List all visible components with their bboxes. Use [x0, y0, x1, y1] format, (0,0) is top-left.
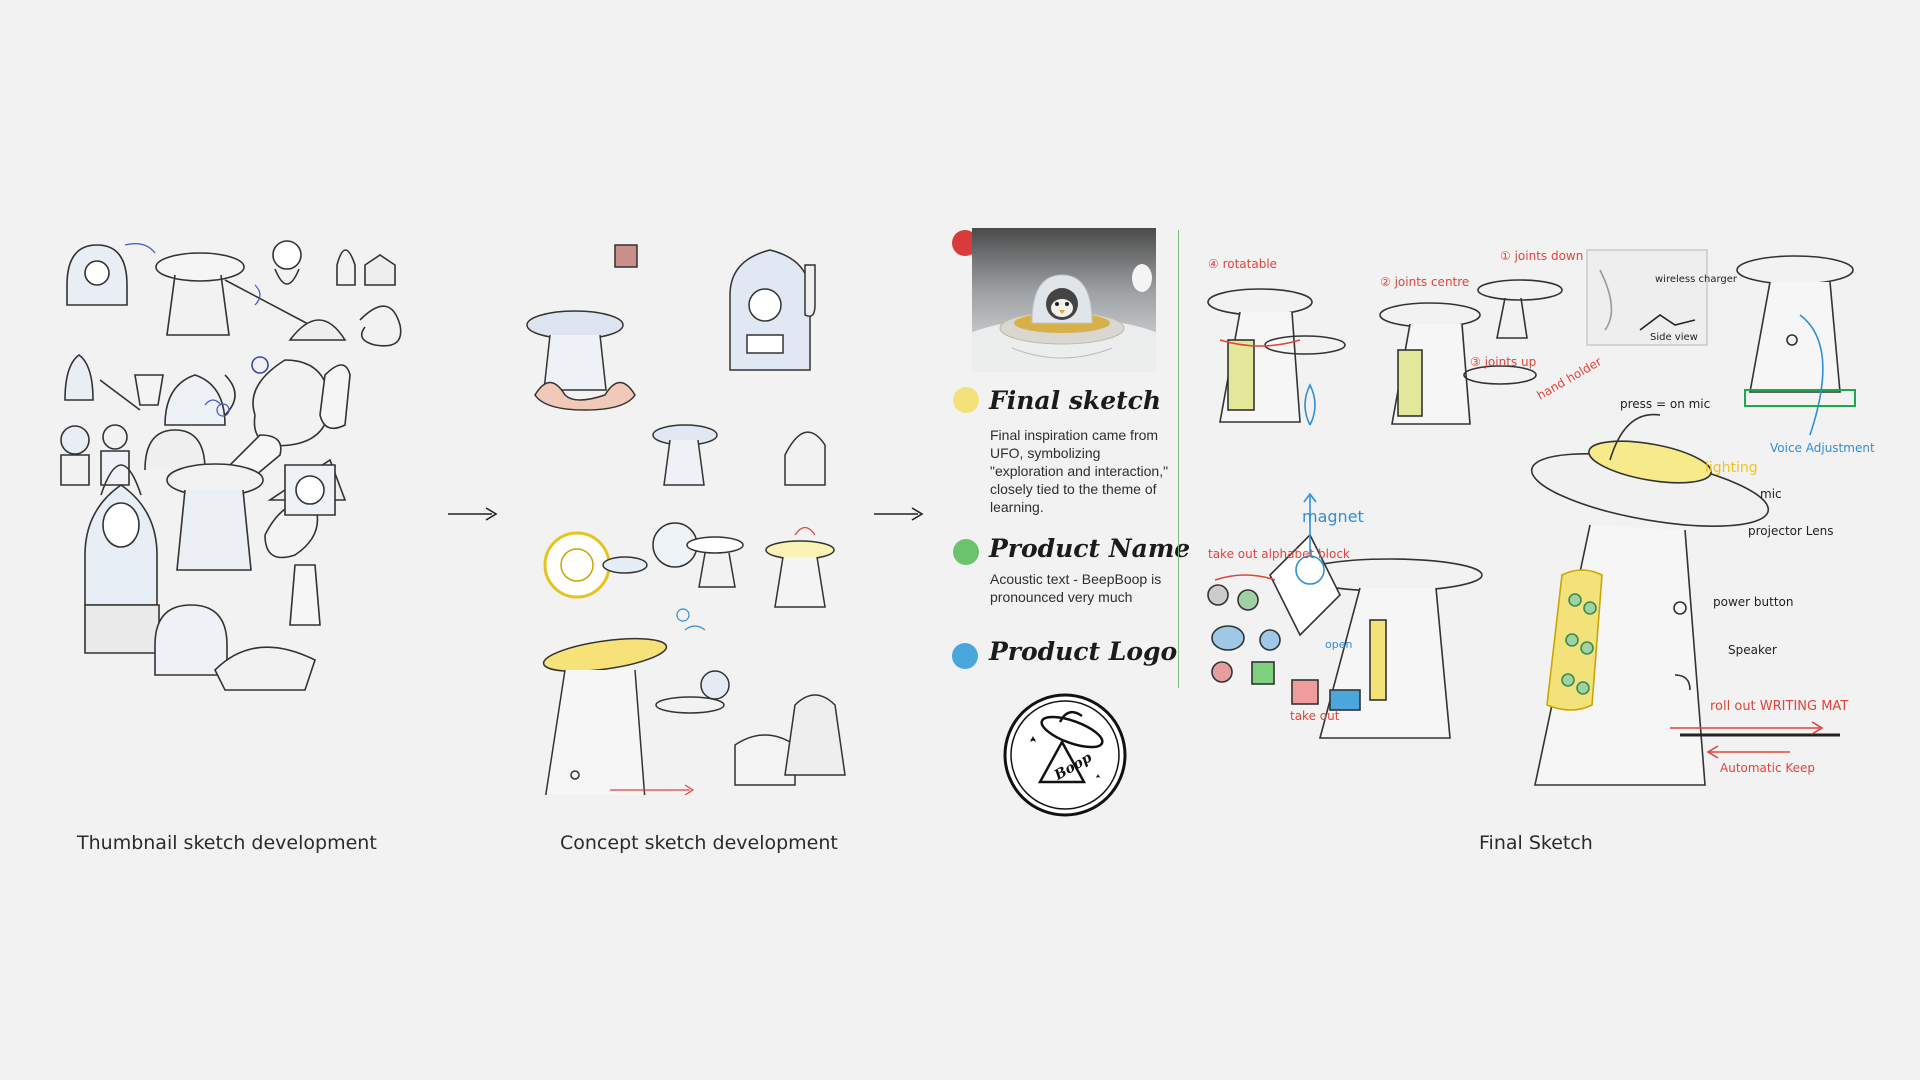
- annotation-lighting: lighting: [1705, 460, 1758, 476]
- annotation-take-out: take out: [1290, 709, 1340, 723]
- annotation-power-button: power button: [1713, 595, 1793, 609]
- concept-caption: Concept sketch development: [560, 832, 838, 854]
- annotation-voice-adjustment: Voice Adjustment: [1770, 441, 1875, 455]
- blue-dot-icon: [952, 643, 978, 669]
- annotation-roll-out: roll out WRITING MAT: [1710, 699, 1848, 714]
- annotation-automatic-keep: Automatic Keep: [1720, 761, 1815, 775]
- section-divider: [1178, 230, 1179, 688]
- annotation-take-out-alphabet: take out alphabet block: [1208, 547, 1350, 561]
- product-logo-title: Product Logo: [989, 637, 1178, 666]
- thumbnail-caption: Thumbnail sketch development: [77, 832, 377, 854]
- annotation-open: open: [1325, 638, 1352, 651]
- ufo-logo-icon: Boop: [1003, 693, 1127, 817]
- product-name-title: Product Name: [989, 534, 1191, 563]
- annotation-joints-centre: ② joints centre: [1380, 275, 1469, 289]
- thumbnail-sketch-panel: [55, 225, 415, 795]
- annotation-press-on-mic: press = on mic: [1620, 397, 1710, 411]
- arrow-right-icon: [874, 507, 924, 521]
- annotation-wireless-charger: wireless charger: [1655, 274, 1738, 285]
- annotation-joints-down: ① joints down: [1500, 249, 1583, 263]
- annotation-rotatable: ④ rotatable: [1208, 257, 1277, 271]
- arrow-right-icon: [448, 507, 498, 521]
- green-dot-icon: [953, 539, 979, 565]
- annotation-mic: mic: [1760, 487, 1782, 501]
- yellow-dot-icon: [953, 387, 979, 413]
- final-caption: Final Sketch: [1479, 832, 1593, 854]
- thumbnail-sketch-image: [60, 240, 402, 691]
- product-name-text: Acoustic text - BeepBoop is pronounced v…: [990, 571, 1162, 605]
- final-sketch-panel: ④ rotatable ② joints centre ① joints dow…: [1200, 240, 1880, 790]
- final-sketch-title: Final sketch: [989, 386, 1162, 415]
- annotation-side-view: Side view: [1650, 332, 1698, 343]
- final-sketch-text: Final inspiration came from UFO, symboli…: [990, 427, 1169, 515]
- final-sketch-image: ④ rotatable ② joints centre ① joints dow…: [1207, 249, 1875, 786]
- product-logo: Boop: [1000, 690, 1130, 820]
- concept-sketch-panel: [515, 235, 860, 795]
- annotation-magnet: magnet: [1302, 507, 1364, 526]
- annotation-projector-lens: projector Lens: [1748, 524, 1833, 538]
- concept-sketch-image: [526, 244, 846, 795]
- ufo-penguin-figure: [972, 264, 1156, 372]
- annotation-speaker: Speaker: [1728, 643, 1777, 657]
- annotation-joints-up: ③ joints up: [1470, 355, 1536, 369]
- ufo-penguin-photo: [972, 228, 1156, 372]
- annotation-hand-holder: hand holder: [1535, 354, 1605, 402]
